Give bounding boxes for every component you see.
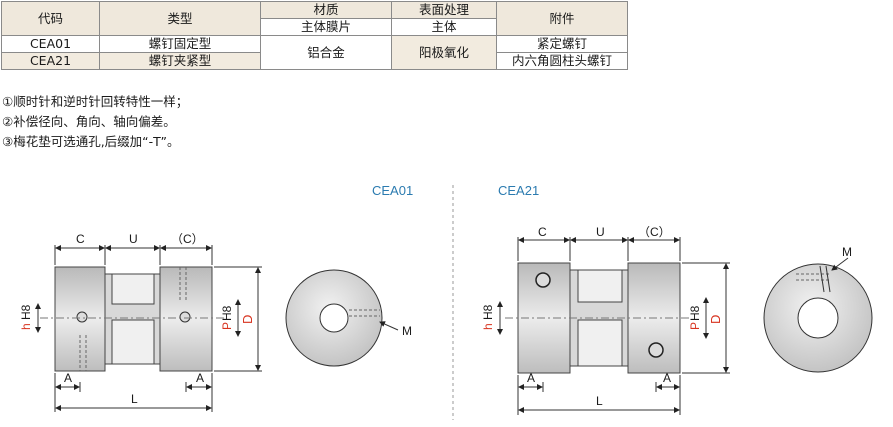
cea21-side-view: [505, 262, 690, 374]
dim-c: C: [538, 225, 547, 239]
dim-d: D: [708, 315, 723, 324]
header-material-sub: 主体膜片: [260, 18, 392, 36]
dim-p: P: [220, 322, 234, 330]
row-code: CEA21: [1, 52, 100, 70]
dim-c-paren: （C）: [171, 232, 204, 246]
bore: [797, 297, 839, 339]
dim-h-sub: H8: [481, 304, 495, 320]
dim-a: A: [64, 371, 72, 385]
jaw: [577, 319, 623, 367]
row-type: 螺钉夹紧型: [99, 52, 261, 70]
bore: [319, 303, 349, 333]
dim-u: U: [596, 225, 605, 239]
material-value: 铝合金: [260, 35, 392, 70]
clamp-screw-icon: [535, 272, 551, 288]
row-type: 螺钉固定型: [99, 35, 261, 53]
dim-c-paren: （C）: [638, 225, 671, 239]
dim-h-sub: H8: [19, 304, 33, 320]
dim-c: C: [76, 232, 85, 246]
dim-m: M: [402, 324, 412, 338]
model-label-left: CEA01: [372, 183, 413, 198]
screw-icon: [179, 311, 191, 323]
dim-u: U: [129, 232, 138, 246]
header-surface: 表面处理: [391, 1, 497, 19]
header-type: 类型: [99, 1, 261, 36]
header-code: 代码: [1, 1, 100, 36]
cea01-side-view: [40, 266, 225, 372]
dim-m: M: [842, 245, 852, 259]
jaw: [577, 269, 623, 303]
notes: ①顺时针和逆时针回转特性一样； ②补偿径向、角向、轴向偏差。 ③梅花垫可选通孔,…: [2, 92, 188, 152]
cea21-end-view: M: [763, 245, 873, 373]
model-label-right: CEA21: [498, 183, 539, 198]
cea01-end-view: M: [285, 269, 412, 367]
dim-a: A: [527, 371, 535, 385]
dim-a: A: [663, 371, 671, 385]
header-surface-sub: 主体: [391, 18, 497, 36]
dim-p-sub: H8: [688, 305, 702, 321]
dim-d: D: [240, 315, 255, 324]
row-accessory: 紧定螺钉: [496, 35, 628, 53]
jaw: [111, 319, 155, 365]
table-row: CEA01 螺钉固定型 铝合金 阳极氧化 紧定螺钉: [1, 35, 628, 70]
dim-h: h: [19, 323, 33, 330]
technical-drawing: CEA01 CEA21 C U （C） L A: [19, 183, 873, 420]
row-code: CEA01: [1, 35, 100, 53]
row-accessory: 内六角圆柱头螺钉: [496, 52, 628, 70]
dim-a: A: [196, 371, 204, 385]
header-material: 材质: [260, 1, 392, 19]
cea01-dimensions: C U （C） L A A h H8 P H8 D: [19, 232, 262, 412]
screw-icon: [76, 311, 88, 323]
dim-l: L: [596, 394, 603, 408]
table-row: CEA21 螺钉夹紧型 内六角圆柱头螺钉: [1, 52, 628, 70]
header-accessory: 附件: [496, 1, 628, 36]
dim-h: h: [481, 323, 495, 330]
jaw: [111, 273, 155, 305]
note-2: ②补偿径向、角向、轴向偏差。: [2, 114, 176, 129]
note-3: ③梅花垫可选通孔,后缀加“-T”。: [2, 134, 180, 149]
dim-p-sub: H8: [220, 305, 234, 321]
cea21-dimensions: C U （C） L A A h H8 P H8 D: [481, 225, 730, 415]
dim-p: P: [688, 322, 702, 330]
clamp-screw-icon: [648, 342, 664, 358]
dim-l: L: [131, 392, 138, 406]
spec-table: 代码 类型 材质 表面处理 附件 主体膜片 主体 CEA01 螺钉固定型 铝合金…: [1, 1, 628, 70]
note-1: ①顺时针和逆时针回转特性一样；: [2, 94, 189, 109]
surface-value: 阳极氧化: [391, 35, 497, 70]
